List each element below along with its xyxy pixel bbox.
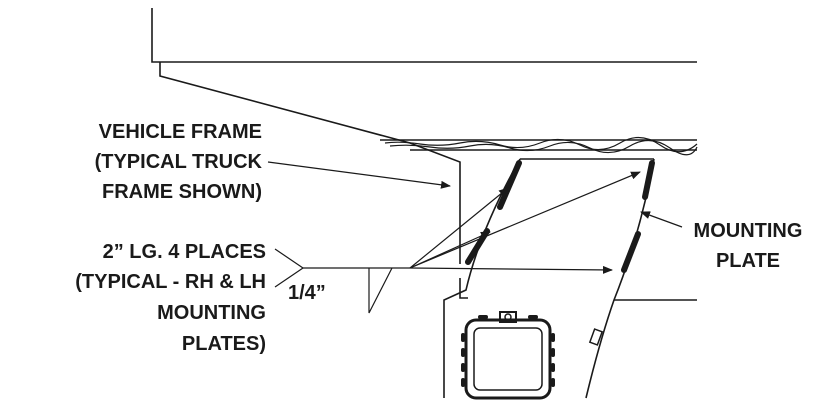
bracket-tab	[588, 328, 604, 346]
leader-weld-4	[409, 265, 613, 274]
leader-weld-1	[409, 187, 509, 269]
weld-spec-line-4: PLATES)	[182, 333, 266, 355]
weld-bead-upper-right	[642, 160, 655, 200]
mounting-plate-line-1: MOUNTING	[694, 220, 803, 242]
leader-weld-3	[409, 171, 641, 269]
weld-spec-line-1: 2” LG. 4 PLACES	[103, 241, 266, 263]
mounting-plate-line-2: PLATE	[716, 250, 780, 272]
receiver-tube	[461, 311, 555, 400]
leader-vehicle-frame	[267, 161, 451, 189]
weld-symbol	[274, 248, 410, 314]
weld-size-label: 1/4”	[288, 282, 326, 304]
vehicle-frame-line-3: FRAME SHOWN)	[102, 181, 262, 203]
weld-spec-callout: 2” LG. 4 PLACES (TYPICAL - RH & LH MOUNT…	[75, 241, 266, 355]
vehicle-frame-line-2: (TYPICAL TRUCK	[95, 151, 263, 173]
weld-bead-lower-left	[465, 228, 490, 265]
leader-lines	[267, 161, 683, 274]
frame-rail-band	[380, 136, 698, 156]
leader-mounting-plate	[640, 211, 683, 228]
vehicle-frame-line-1: VEHICLE FRAME	[99, 121, 262, 143]
mounting-bracket	[443, 158, 697, 399]
weld-spec-line-3: MOUNTING	[157, 302, 266, 324]
weld-bead-lower-right	[621, 231, 641, 273]
vehicle-frame-callout: VEHICLE FRAME (TYPICAL TRUCK FRAME SHOWN…	[95, 121, 263, 203]
mounting-plate-callout: MOUNTING PLATE	[694, 220, 803, 272]
weld-bead-upper-left	[497, 160, 522, 210]
weld-spec-line-2: (TYPICAL - RH & LH	[75, 271, 266, 293]
